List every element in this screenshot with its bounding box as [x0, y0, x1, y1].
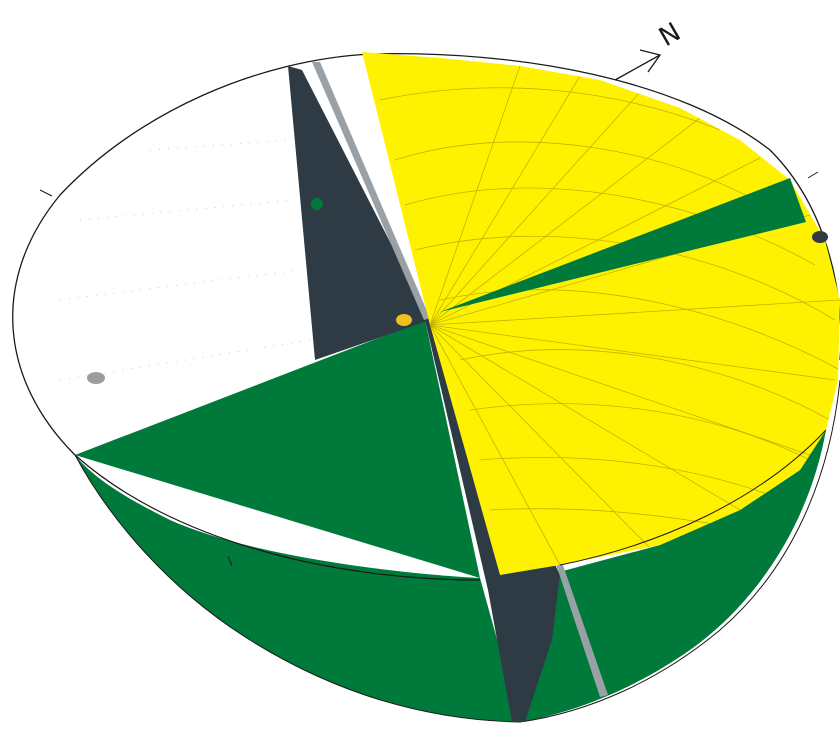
north-label: N [654, 17, 686, 53]
grey-pole-dot [87, 372, 105, 384]
north-arrow [615, 50, 660, 80]
green-pole-dot [311, 198, 323, 210]
dark-pole-dot [812, 231, 828, 243]
yellow-pole-dot [396, 314, 412, 326]
